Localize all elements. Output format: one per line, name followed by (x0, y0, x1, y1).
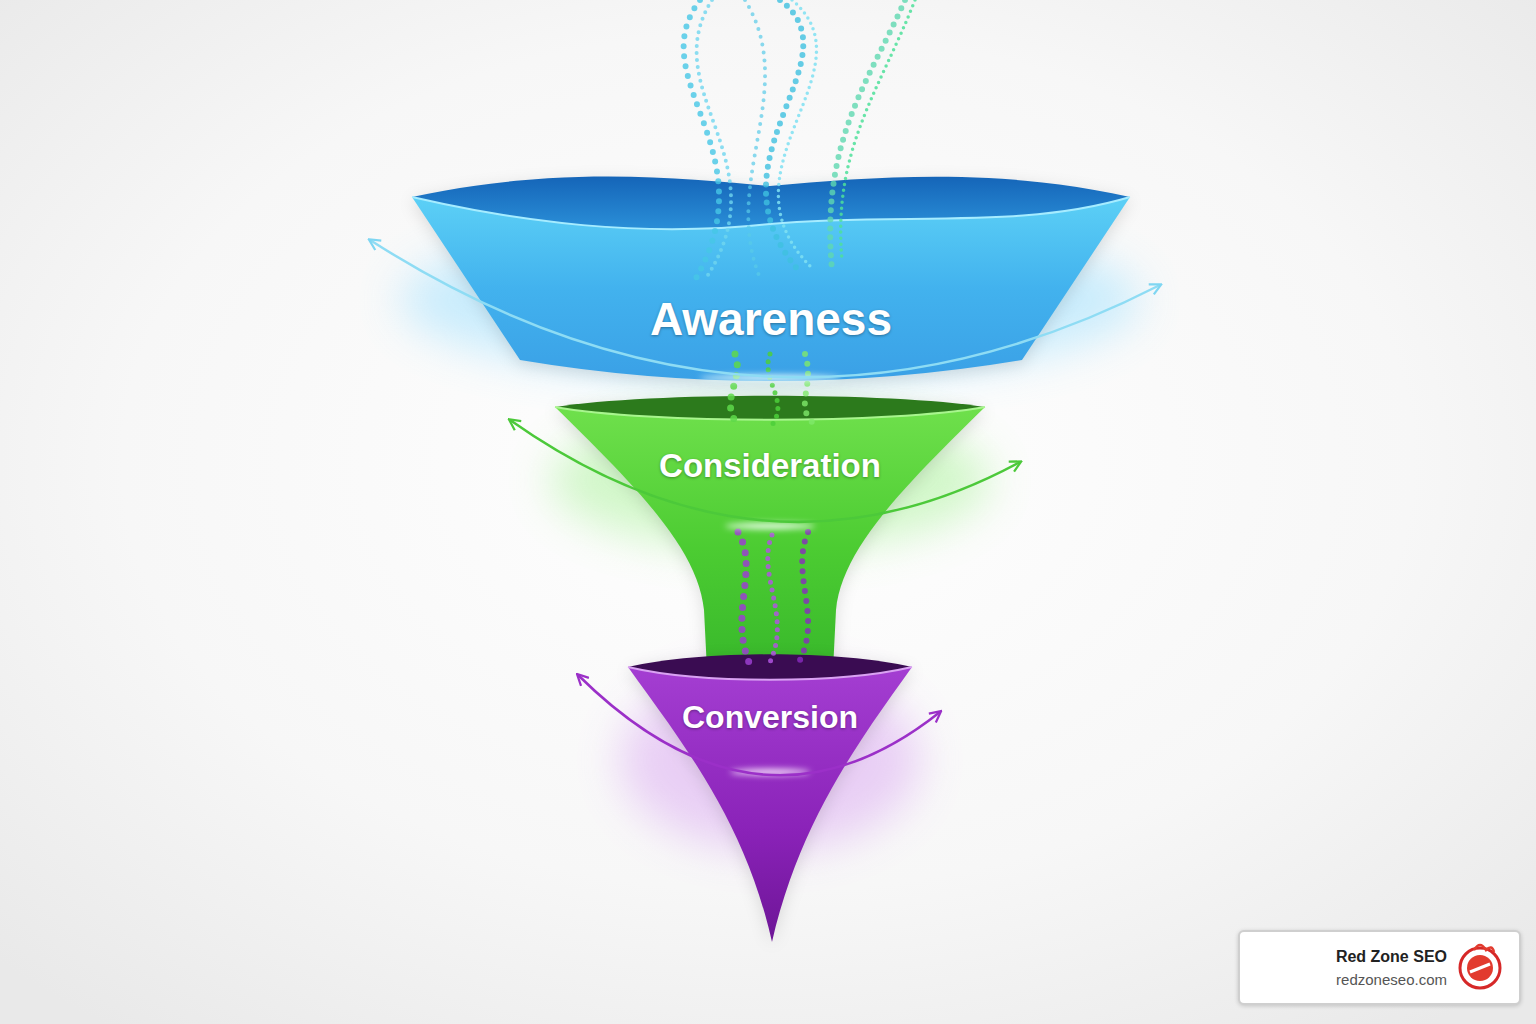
rotation-arrow (510, 420, 1020, 522)
particle-stream (841, 0, 915, 260)
particle-stream (738, 532, 750, 665)
particle-stream (768, 535, 778, 662)
particle-stream (805, 354, 812, 422)
band-rim (412, 197, 1130, 229)
consideration-band: Consideration (555, 390, 985, 690)
particle-stream (778, 0, 816, 268)
logo-ring (1460, 948, 1500, 988)
band-opening (628, 654, 912, 680)
stage-label: Awareness (650, 292, 892, 347)
logo-stripe (1470, 964, 1490, 972)
brand-url: redzoneseo.com (1260, 969, 1447, 992)
glow-lines (700, 375, 840, 775)
band-outline (628, 645, 912, 950)
conversion-band: Conversion (628, 645, 912, 950)
particle-streams (684, 0, 915, 665)
band-rim (555, 407, 985, 420)
particle-stream (800, 532, 808, 660)
particle-stream (697, 0, 731, 275)
rotation-arrow (578, 675, 940, 775)
band-body (628, 667, 912, 942)
band-rim (628, 667, 912, 680)
logo-flame (1474, 945, 1494, 952)
band-opening (555, 396, 985, 420)
brand-badge: Red Zone SEOredzoneseo.com (1238, 930, 1521, 1006)
band-body (412, 197, 1130, 381)
rotation-arrows (370, 240, 1160, 775)
particle-stream (745, 0, 765, 278)
glow-line (730, 769, 810, 775)
band-outline (412, 150, 1130, 395)
brand-name: Red Zone SEO (1260, 945, 1447, 969)
logo-disc (1467, 955, 1493, 981)
particle-stream (730, 354, 738, 425)
stage-label: Consideration (659, 446, 881, 486)
awareness-band: Awareness (412, 150, 1130, 395)
brand-logo (1460, 945, 1500, 988)
band-opening (412, 176, 1130, 229)
stage-label: Conversion (682, 698, 858, 736)
glow-line (700, 375, 840, 381)
band-body (555, 407, 985, 690)
particle-stream (768, 354, 778, 425)
particle-stream (830, 0, 905, 270)
band-outline (555, 390, 985, 690)
rotation-arrow (370, 240, 1160, 377)
glow-line (725, 523, 815, 529)
particle-stream (766, 0, 803, 272)
particle-stream (684, 0, 719, 280)
